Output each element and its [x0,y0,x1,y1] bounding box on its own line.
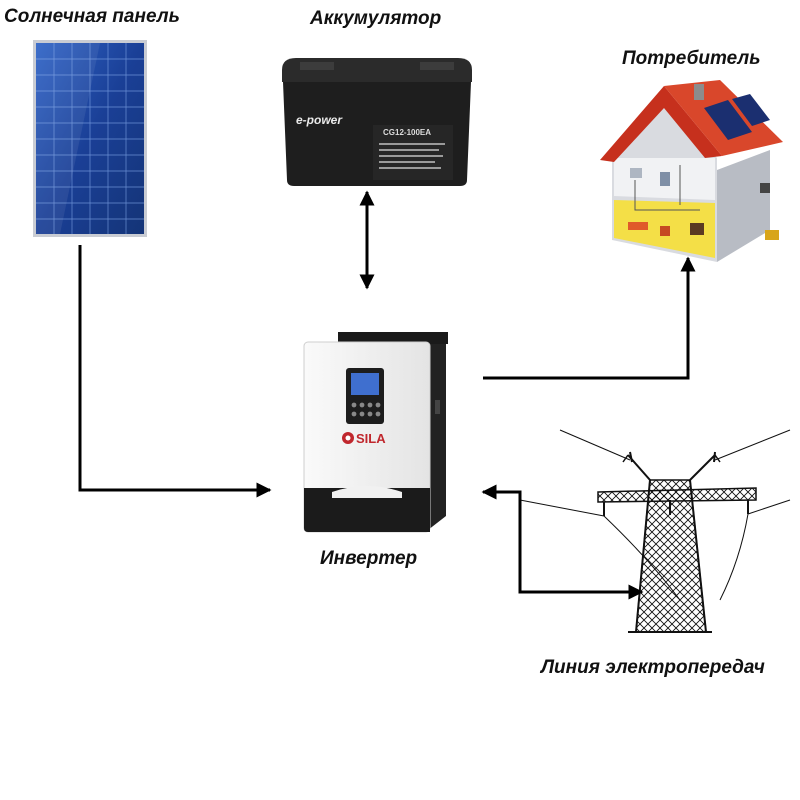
inverter-label: Инвертер [320,548,418,569]
power-line-label: Линия электропередач [541,657,765,678]
inverter-brand-text: SILA [356,431,386,446]
inverter-to-house-arrow [483,256,696,380]
inverter-image: SILA [303,332,448,533]
solar-to-inverter-arrow [78,245,272,498]
connectors [78,190,696,600]
power-tower-image [519,429,791,633]
house-image [600,80,783,262]
battery-label: Аккумулятор [310,8,442,29]
inverter-powerline-arrow [481,484,644,600]
battery-brand-text: e-power [296,113,343,127]
solar-panel-label: Солнечная панель [4,6,180,27]
consumer-label: Потребитель [622,48,761,69]
battery-image: e-power CG12-100EA [282,58,472,186]
battery-model-text: CG12-100EA [383,128,431,137]
solar-panel-image [33,40,147,237]
